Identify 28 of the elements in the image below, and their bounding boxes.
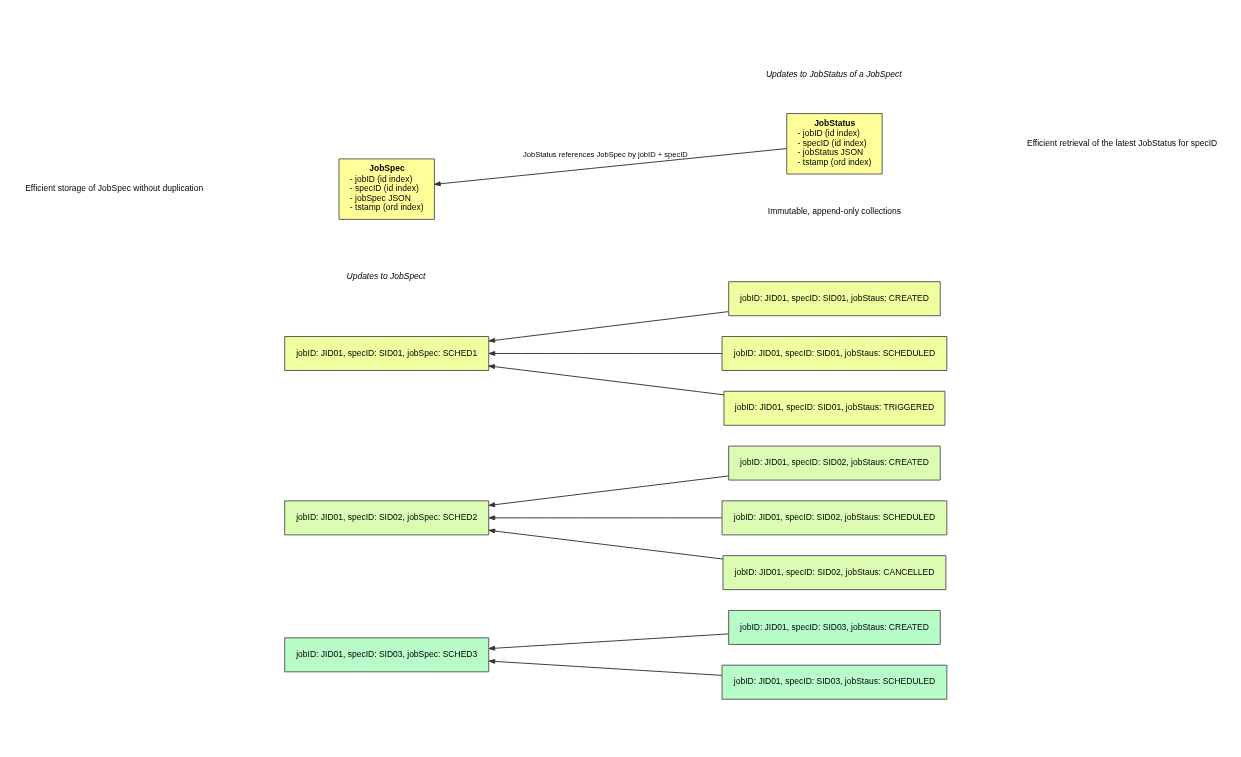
arrow (488, 528, 724, 559)
node-box: JobStatus - jobID (id index) - specID (id index) - jobStatus JSON - tstamp (ord index) (786, 112, 883, 174)
arrow (488, 310, 729, 343)
arrow (488, 475, 729, 507)
label: Immutable, append-only collections (767, 205, 902, 216)
node-box: jobID: JID01, specID: SID03, jobStaus: CREATED (728, 609, 941, 645)
arrow (488, 632, 729, 651)
label: Updates to JobSpect (346, 270, 426, 281)
node-box: jobID: JID01, specID: SID03, jobSpec: SCHED3 (284, 636, 490, 672)
node-box: jobID: JID01, specID: SID02, jobSpec: SCHED2 (284, 499, 490, 535)
node-box: jobID: JID01, specID: SID01, jobStaus: CREATED (728, 280, 941, 316)
arrow (434, 147, 788, 186)
node-box: JobSpec - jobID (id index) - specID (id index) - jobSpec JSON - tstamp (ord index) (338, 157, 435, 220)
node-box: jobID: JID01, specID: SID01, jobSpec: SCHED1 (284, 335, 490, 371)
node-box: jobID: JID01, specID: SID02, jobStaus: CANCELLED (722, 554, 947, 590)
node-box: jobID: JID01, specID: SID02, jobStaus: SCHEDULED (721, 499, 948, 535)
arrow (488, 658, 723, 676)
node-box: jobID: JID01, specID: SID01, jobStaus: SCHEDULED (721, 335, 948, 371)
arrow (488, 514, 723, 520)
arrow (488, 350, 723, 356)
node-box: jobID: JID01, specID: SID03, jobStaus: SCHEDULED (721, 664, 948, 700)
edge-label: JobStatus references JobSpec by jobID + specID (523, 149, 688, 159)
node-box: jobID: JID01, specID: SID02, jobStaus: CREATED (728, 445, 941, 481)
label: Efficient retrieval of the latest JobStatus for specID (1026, 137, 1218, 148)
label: Efficient storage of JobSpec without duplication (25, 182, 204, 193)
label: Updates to JobStatus of a JobSpect (765, 68, 902, 79)
arrow (488, 363, 725, 395)
node-box: jobID: JID01, specID: SID01, jobStaus: TRIGGERED (723, 390, 946, 426)
